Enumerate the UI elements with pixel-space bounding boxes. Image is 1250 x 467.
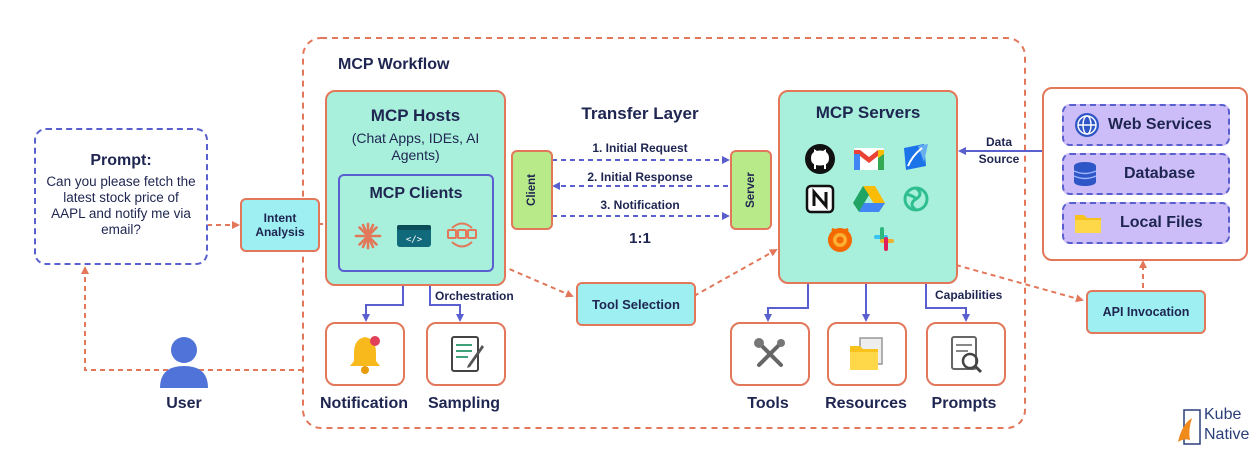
prompt-box: Prompt: Can you please fetch the latest … bbox=[34, 128, 208, 265]
openai-icon bbox=[903, 186, 929, 212]
notion-icon bbox=[805, 184, 835, 214]
api-invocation-label: API Invocation bbox=[1102, 305, 1190, 319]
sampling-box bbox=[426, 322, 506, 386]
notification-box bbox=[325, 322, 405, 386]
local-files-item: Local Files bbox=[1062, 202, 1230, 244]
workflow-frame bbox=[302, 37, 1026, 429]
sampling-icon bbox=[451, 336, 484, 372]
tools-icon bbox=[754, 338, 785, 367]
message-initial-response: 2. Initial Response bbox=[587, 170, 693, 184]
tool-selection-label: Tool Selection bbox=[592, 296, 680, 312]
sampling-label: Sampling bbox=[427, 395, 500, 412]
web-services-item: Web Services bbox=[1062, 104, 1230, 146]
web-services-label: Web Services bbox=[1108, 116, 1212, 133]
message-initial-request: 1. Initial Request bbox=[592, 141, 688, 155]
logo-line2: Native bbox=[1204, 426, 1250, 443]
svg-text:</>: </> bbox=[406, 235, 423, 245]
orchestration-label: Orchestration bbox=[435, 289, 514, 303]
prompts-label: Prompts bbox=[931, 395, 997, 412]
globe-icon bbox=[1075, 113, 1099, 137]
claude-icon bbox=[354, 222, 381, 250]
kubenative-logo: Kube Native bbox=[1176, 404, 1250, 452]
data-source-label: Data Source bbox=[978, 135, 1020, 166]
google-drive-icon bbox=[853, 186, 885, 212]
message-notification: 3. Notification bbox=[600, 198, 680, 212]
local-files-label: Local Files bbox=[1120, 214, 1203, 231]
notes-icon bbox=[904, 144, 928, 170]
user-label: User bbox=[166, 395, 202, 412]
user-avatar bbox=[158, 334, 210, 390]
database-label: Database bbox=[1124, 165, 1196, 182]
mcp-hosts-title: MCP Hosts bbox=[370, 106, 461, 125]
transfer-layer-title: Transfer Layer bbox=[581, 104, 699, 123]
mcp-clients-title: MCP Clients bbox=[369, 185, 463, 202]
intent-analysis-label: Intent Analysis bbox=[255, 211, 305, 239]
grafana-icon bbox=[828, 227, 852, 252]
logo-line1: Kube bbox=[1204, 406, 1242, 423]
mcp-clients-box: MCP Clients </> bbox=[338, 174, 494, 272]
transfer-ratio: 1:1 bbox=[629, 230, 651, 247]
database-icon bbox=[1073, 162, 1097, 186]
prompts-icon bbox=[951, 336, 983, 374]
slack-icon bbox=[874, 227, 894, 251]
github-icon bbox=[805, 144, 835, 174]
resources-label: Resources bbox=[825, 395, 907, 412]
database-item: Database bbox=[1062, 153, 1230, 195]
server-label: Server bbox=[745, 172, 757, 208]
intent-analysis-box: Intent Analysis bbox=[240, 198, 320, 252]
bell-icon bbox=[350, 336, 380, 374]
logo-mark-icon bbox=[1178, 409, 1201, 445]
mcp-hosts-subtitle: (Chat Apps, IDEs, AI Agents) bbox=[351, 130, 480, 163]
notification-label: Notification bbox=[320, 395, 408, 412]
tools-label: Tools bbox=[747, 395, 789, 412]
client-box: Client bbox=[511, 150, 553, 230]
tool-selection-box: Tool Selection bbox=[576, 282, 696, 326]
agents-icon bbox=[447, 222, 478, 248]
client-label: Client bbox=[525, 174, 538, 206]
tools-box bbox=[730, 322, 810, 386]
gmail-icon bbox=[854, 148, 884, 170]
resources-box bbox=[827, 322, 907, 386]
server-box: Server bbox=[730, 150, 772, 230]
workflow-title: MCP Workflow bbox=[338, 56, 450, 73]
folder-icon bbox=[1075, 215, 1101, 233]
api-invocation-box: API Invocation bbox=[1086, 290, 1206, 334]
prompt-text: Can you please fetch the latest stock pr… bbox=[46, 174, 196, 237]
mcp-servers-title: MCP Servers bbox=[815, 103, 921, 122]
resources-folder-icon bbox=[850, 337, 883, 370]
prompts-box bbox=[926, 322, 1006, 386]
user-icon bbox=[160, 337, 208, 388]
code-editor-icon: </> bbox=[396, 225, 431, 247]
capabilities-label: Capabilities bbox=[935, 288, 1003, 302]
prompt-heading: Prompt: bbox=[90, 152, 152, 169]
